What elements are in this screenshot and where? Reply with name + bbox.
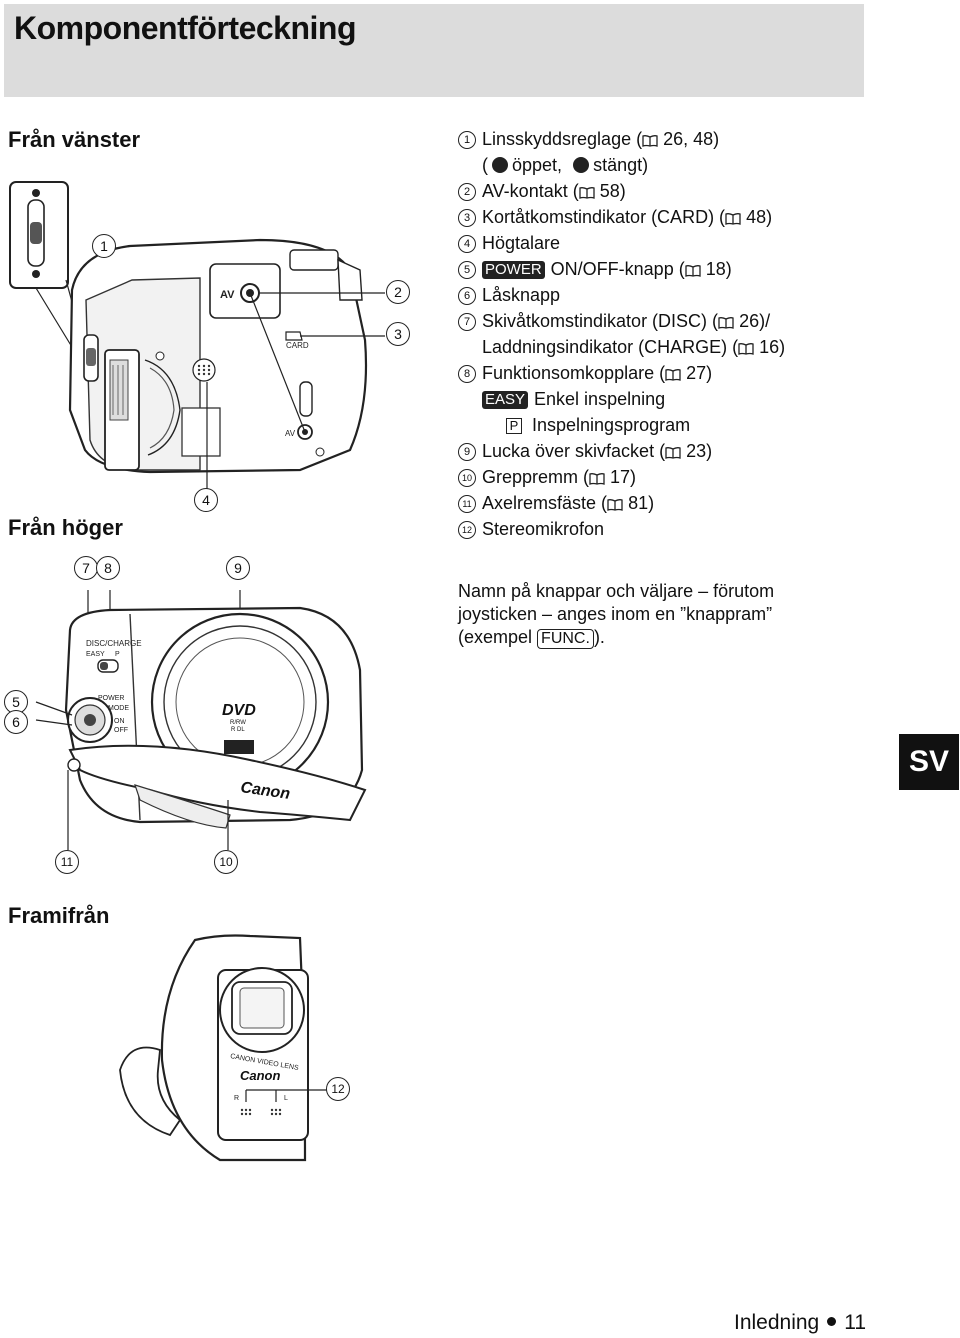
power-label: POWER bbox=[98, 695, 124, 702]
page-footer: Inledning 11 bbox=[734, 1311, 866, 1335]
av-bottom-label: AV bbox=[285, 429, 296, 438]
camera-front-illustration: CANON VIDEO LENS Canon R L bbox=[119, 934, 328, 1162]
callout-8: 8 bbox=[96, 556, 120, 580]
book-icon bbox=[725, 212, 741, 225]
callout-9: 9 bbox=[226, 556, 250, 580]
list-item-11: 11 Axelremsfäste ( 81) bbox=[458, 490, 878, 516]
callout-11: 11 bbox=[55, 850, 79, 874]
book-icon bbox=[579, 186, 595, 199]
av-top-label: AV bbox=[220, 289, 235, 301]
callout-3: 3 bbox=[386, 322, 410, 346]
closed-icon bbox=[573, 157, 590, 173]
book-icon bbox=[738, 342, 754, 355]
book-icon bbox=[718, 316, 734, 329]
list-item-1: 1 Linsskyddsreglage ( 26, 48) bbox=[458, 126, 878, 152]
brand-logo-right: Canon bbox=[239, 779, 291, 803]
list-item-8: 8 Funktionsomkopplare ( 27) bbox=[458, 360, 878, 386]
list-item-4: 4 Högtalare bbox=[458, 230, 878, 256]
book-icon bbox=[589, 472, 605, 485]
callout-12: 12 bbox=[326, 1077, 350, 1101]
language-tab: SV bbox=[899, 734, 959, 790]
mic-l-label: L bbox=[284, 1095, 288, 1102]
component-list: 1 Linsskyddsreglage ( 26, 48) (öppet, st… bbox=[458, 126, 878, 542]
footer-section: Inledning bbox=[734, 1311, 820, 1334]
callout-1: 1 bbox=[92, 234, 116, 258]
callout-6: 6 bbox=[4, 710, 28, 734]
button-name-note: Namn på knappar och väljare – förutom jo… bbox=[458, 581, 775, 649]
list-item-6: 6 Låsknapp bbox=[458, 282, 878, 308]
dvd-sub1: R/RW bbox=[230, 720, 246, 726]
page-number: 11 bbox=[844, 1311, 867, 1334]
callout-7: 7 bbox=[74, 556, 98, 580]
dvd-logo: DVD bbox=[222, 702, 256, 719]
section-left-label: Från vänster bbox=[8, 127, 141, 152]
book-icon bbox=[665, 446, 681, 459]
camera-left-illustration: AV CARD AV bbox=[9, 181, 385, 490]
section-right-label: Från höger bbox=[8, 515, 123, 540]
easy-label: EASY bbox=[86, 651, 105, 658]
page-header: Komponentförteckning bbox=[4, 4, 864, 97]
callout-10: 10 bbox=[214, 850, 238, 874]
page-title: Komponentförteckning bbox=[14, 10, 356, 46]
dvd-sub2: R DL bbox=[231, 727, 245, 733]
brand-logo-front: Canon bbox=[240, 1068, 281, 1083]
open-icon bbox=[492, 157, 508, 173]
power-tag: POWER bbox=[482, 261, 545, 279]
list-item-3: 3 Kortåtkomstindikator (CARD) ( 48) bbox=[458, 204, 878, 230]
item-number: 1 bbox=[458, 131, 476, 149]
list-item-12: 12 Stereomikrofon bbox=[458, 516, 878, 542]
card-label: CARD bbox=[286, 341, 309, 350]
callout-5: 5 bbox=[4, 690, 28, 714]
lens-cover-states: (öppet, stängt) bbox=[482, 155, 649, 175]
camera-right-illustration: DVD R/RW R DL DISC/CHARGE EASY P POWER M… bbox=[35, 590, 367, 850]
list-item-10: 10 Greppremm ( 17) bbox=[458, 464, 878, 490]
book-icon bbox=[642, 134, 658, 147]
easy-tag: EASY bbox=[482, 391, 529, 409]
func-key-frame: FUNC. bbox=[537, 629, 594, 649]
book-icon bbox=[607, 498, 623, 511]
mode-label: MODE bbox=[108, 705, 129, 712]
book-icon bbox=[685, 264, 701, 277]
callout-4: 4 bbox=[194, 488, 218, 512]
p-label: P bbox=[115, 651, 120, 658]
p-tag: P bbox=[506, 418, 522, 434]
callout-2: 2 bbox=[386, 280, 410, 304]
list-item-7: 7 Skivåtkomstindikator (DISC) ( 26)/ bbox=[458, 308, 878, 334]
mic-r-label: R bbox=[234, 1095, 239, 1102]
section-front-label: Framifrån bbox=[8, 903, 110, 928]
list-item-9: 9 Lucka över skivfacket ( 23) bbox=[458, 438, 878, 464]
off-label: OFF bbox=[114, 727, 128, 734]
disc-charge-label: DISC/CHARGE bbox=[86, 639, 142, 648]
book-icon bbox=[665, 368, 681, 381]
on-label: ON bbox=[114, 718, 125, 725]
list-item-7-cont: Laddningsindikator (CHARGE) ( 16) bbox=[482, 337, 786, 357]
list-item-2: 2 AV-kontakt ( 58) bbox=[458, 178, 878, 204]
bullet-icon bbox=[827, 1317, 837, 1326]
